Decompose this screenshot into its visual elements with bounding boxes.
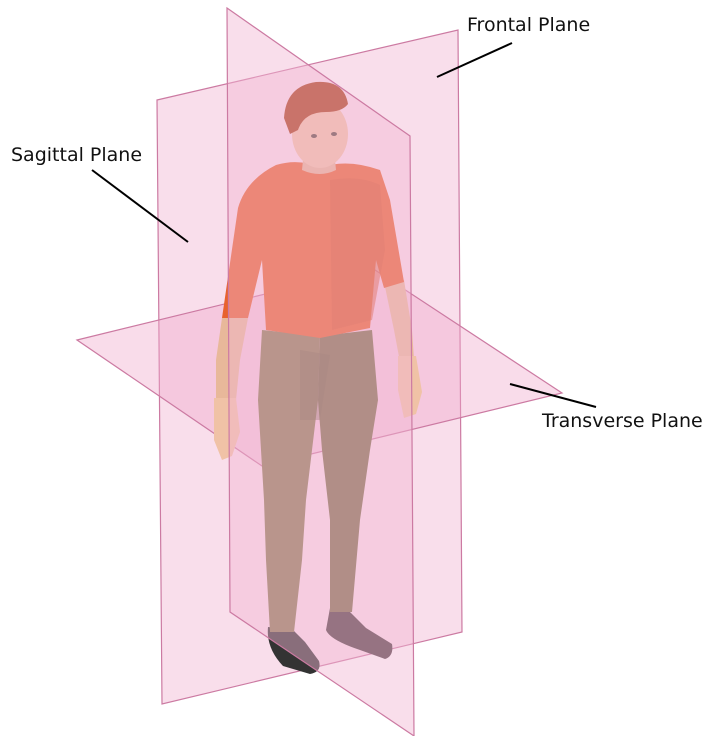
- frontal-plane-label: Frontal Plane: [467, 16, 590, 35]
- sagittal-plane-label: Sagittal Plane: [11, 146, 142, 165]
- transverse-plane-label: Transverse Plane: [542, 412, 703, 431]
